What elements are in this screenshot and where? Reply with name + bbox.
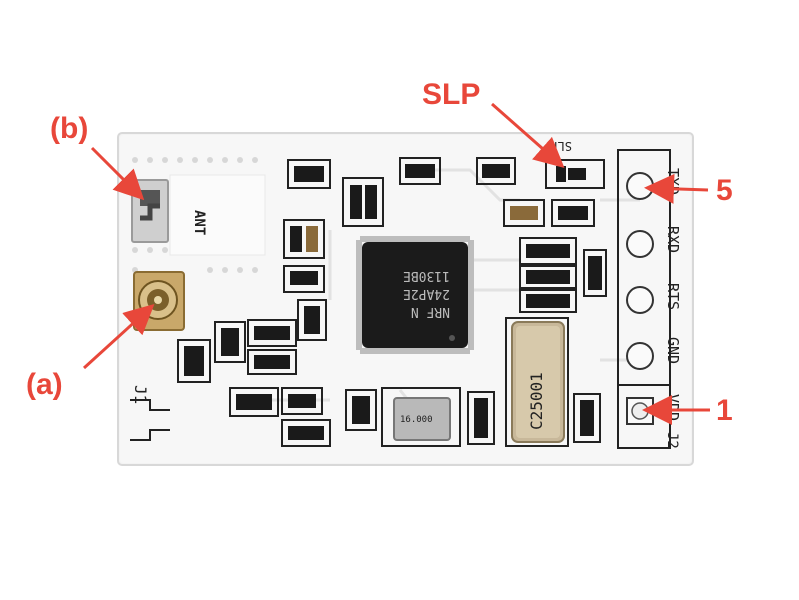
callout-arrows — [82, 102, 710, 425]
chip-marking-1: NRF N — [411, 304, 450, 319]
crystal-small-label: 16.000 — [400, 415, 433, 425]
j1-label: J1 — [131, 385, 150, 404]
smd-components — [177, 157, 607, 447]
antenna-chip: ANT — [131, 174, 266, 256]
slp-silk-label: SLP — [550, 139, 572, 153]
crystal-small: 16.000 — [381, 387, 461, 447]
ant-label: ANT — [191, 210, 207, 235]
chip-marking-2: 24AP2E — [403, 286, 450, 301]
arrow-pin5 — [644, 173, 709, 204]
pin-label-rts: RTS — [664, 283, 682, 310]
pin-label-vdd: VDD — [664, 394, 682, 421]
nrf24ap2-chip: NRF N 24AP2E 1130BE — [356, 236, 474, 354]
arrow-slp — [491, 102, 565, 168]
pin-label-gnd: GND — [664, 337, 682, 364]
j1-marking — [130, 399, 170, 441]
pin-label-rxd: RXD — [664, 226, 682, 253]
crystal-large: C25001 — [505, 317, 569, 447]
j2-label: J2 — [664, 432, 680, 449]
chip-marking-3: 1130BE — [403, 268, 450, 283]
crystal-large-label: C25001 — [527, 372, 546, 430]
ufl-connector — [133, 271, 185, 331]
pin-label-txd: TXD — [664, 168, 682, 195]
callout-b: (b) — [50, 112, 88, 145]
callout-a: (a) — [26, 368, 63, 401]
callout-pin5: 5 — [716, 174, 733, 207]
arrow-a — [82, 303, 155, 370]
callout-pin1: 1 — [716, 394, 733, 427]
arrow-b — [90, 146, 145, 201]
callout-slp: SLP — [422, 78, 480, 111]
